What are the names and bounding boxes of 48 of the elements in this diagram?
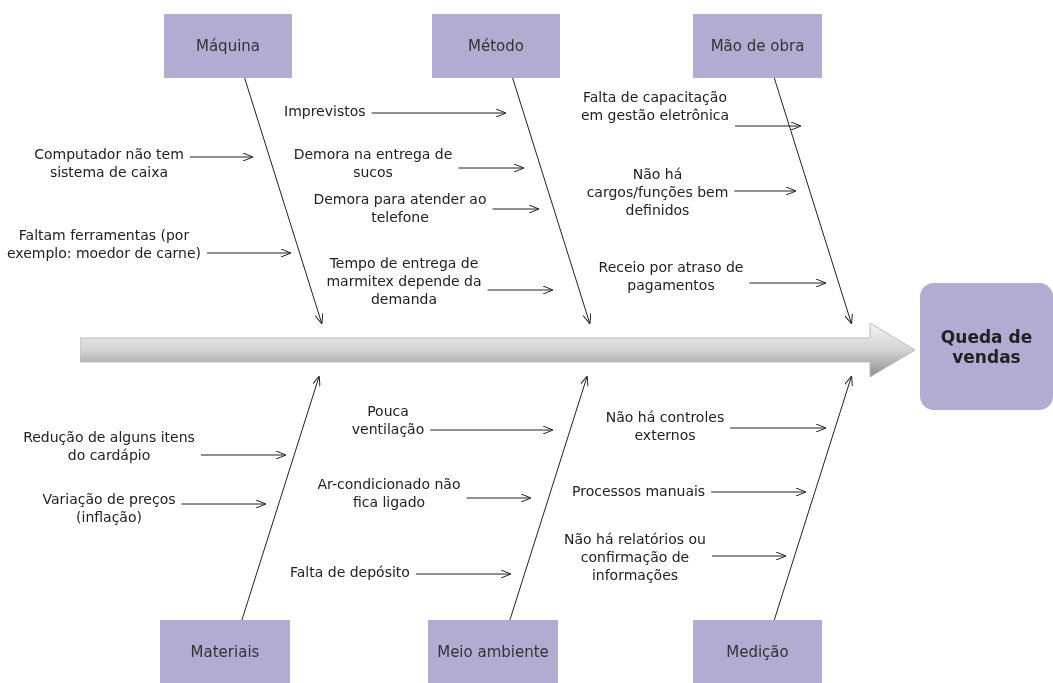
cause-text: Pouca ventilação <box>340 402 436 439</box>
cause-text: Tempo de entrega de marmitex depende da demanda <box>318 254 490 309</box>
cause-text: Não há cargos/funções bem definidos <box>585 165 730 220</box>
spine-arrow <box>80 323 915 377</box>
category-box: Máquina <box>164 14 292 78</box>
arrow <box>206 248 292 258</box>
category-box: Mão de obra <box>693 14 822 78</box>
arrow <box>729 423 827 433</box>
cause-text: Faltam ferramentas (por exemplo: moedor de carne) <box>6 226 202 263</box>
arrow <box>457 163 525 173</box>
arrow <box>241 375 321 621</box>
category-box: Método <box>432 14 560 78</box>
cause-text: Processos manuais <box>572 482 706 501</box>
arrow <box>429 425 554 435</box>
cause-text: Não há controles externos <box>585 408 745 445</box>
arrow <box>710 487 807 497</box>
category-box: Materiais <box>160 620 290 683</box>
category-box: Meio ambiente <box>428 620 558 683</box>
arrow <box>371 108 507 118</box>
cause-text: Imprevistos <box>284 102 366 121</box>
arrow <box>733 186 797 196</box>
cause-text: Demora na entrega de sucos <box>280 145 466 182</box>
arrow <box>773 375 853 621</box>
arrow <box>189 152 254 162</box>
arrow <box>181 499 267 509</box>
arrow <box>734 121 802 131</box>
arrow <box>244 77 324 325</box>
arrow <box>512 77 592 325</box>
effect-box: Queda de vendas <box>920 283 1053 410</box>
arrow <box>465 493 532 503</box>
category-box: Medição <box>693 620 822 683</box>
arrow <box>748 278 827 288</box>
cause-text: Receio por atraso de pagamentos <box>592 258 750 295</box>
cause-text: Demora para atender ao telefone <box>312 190 488 227</box>
arrow <box>492 204 540 214</box>
arrow <box>773 77 853 325</box>
cause-text: Falta de depósito <box>290 563 410 582</box>
cause-text: Redução de alguns itens do cardápio <box>14 428 204 465</box>
arrow <box>200 450 287 460</box>
cause-text: Ar-condicionado não fica ligado <box>314 475 464 512</box>
arrow <box>487 285 554 295</box>
cause-text: Não há relatórios ou confirmação de informações <box>560 530 710 585</box>
arrow <box>509 375 589 621</box>
arrow <box>415 569 512 579</box>
cause-text: Computador não tem sistema de caixa <box>14 145 204 182</box>
arrow <box>711 551 787 561</box>
cause-text: Variação de preços (inflação) <box>14 490 204 527</box>
cause-text: Falta de capacitação em gestão eletrônica <box>575 88 735 125</box>
